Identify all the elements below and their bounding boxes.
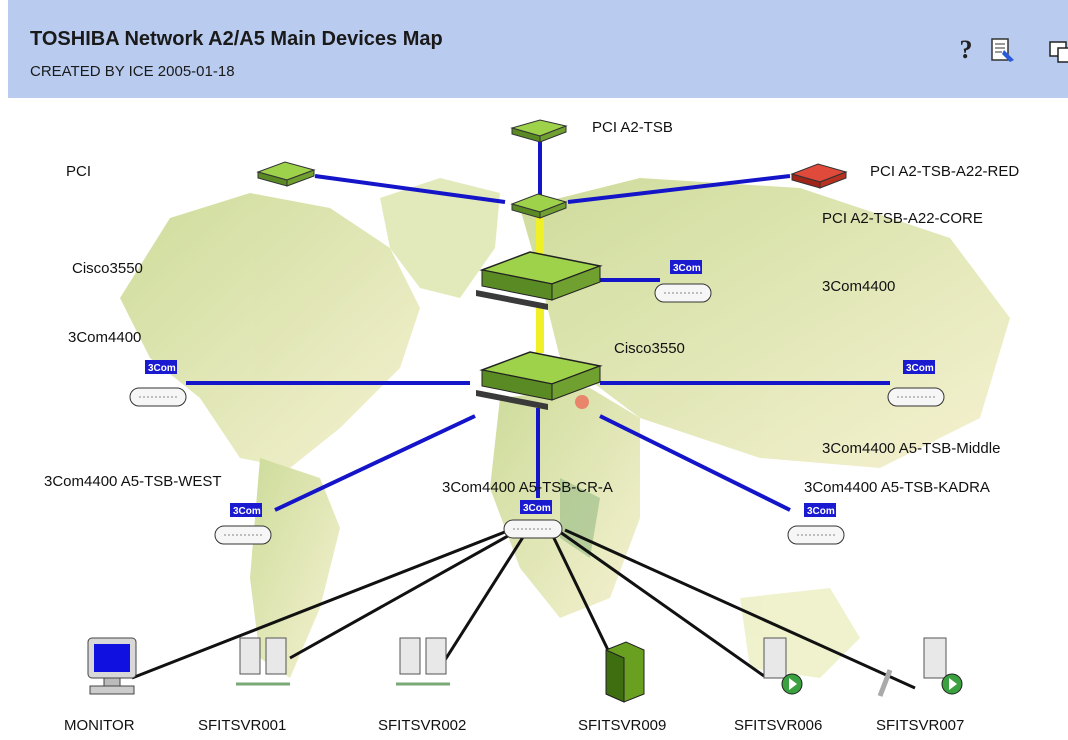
server-cluster-icon[interactable] xyxy=(236,637,290,686)
monitor-icon[interactable] xyxy=(87,637,137,695)
device-label: SFITSVR009 xyxy=(578,717,666,734)
3com-center-label: 3Com4400 A5-TSB-CR-A xyxy=(442,479,613,496)
header-bar: TOSHIBA Network A2/A5 Main Devices Map C… xyxy=(8,0,1068,98)
network-links xyxy=(131,138,916,690)
pci-core-label: PCI A2-TSB-A22-CORE xyxy=(822,210,983,227)
cisco-mid-label: Cisco3550 xyxy=(614,340,685,357)
server-online-icon[interactable] xyxy=(763,637,803,695)
server-tower-icon[interactable] xyxy=(605,641,645,703)
link-line xyxy=(559,530,765,678)
link-line xyxy=(289,530,516,660)
server-cluster-icon[interactable] xyxy=(396,637,450,686)
link-line xyxy=(131,528,511,680)
svg-text:?: ? xyxy=(960,36,973,64)
pci-top-label: PCI A2-TSB xyxy=(592,119,673,136)
device-label: MONITOR xyxy=(64,717,135,734)
hub-3com-center[interactable]: 3Com xyxy=(503,500,563,539)
cisco3550-switch-lower[interactable] xyxy=(476,351,603,410)
3com-left-label: 3Com4400 xyxy=(68,329,141,346)
link-line xyxy=(443,533,527,661)
3com-right-top-label: 3Com4400 xyxy=(822,278,895,295)
3com-right-mid-label: 3Com4400 A5-TSB-Middle xyxy=(822,440,1000,457)
world-map-background xyxy=(120,178,1010,678)
hub-3com-lower-right[interactable]: 3Com xyxy=(787,503,845,545)
help-icon[interactable]: ? xyxy=(952,36,980,64)
3com-left-bottom-label: 3Com4400 A5-TSB-WEST xyxy=(44,473,222,490)
cisco3550-switch-upper[interactable] xyxy=(476,251,603,310)
pci-device-left[interactable] xyxy=(256,161,316,187)
hub-3com-left[interactable]: 3Com xyxy=(129,360,187,407)
report-icon[interactable] xyxy=(988,36,1016,64)
network-map: 3Com 3Com 3Com 3Com 3Com 3Com PCI A2-TSB… xyxy=(44,119,1019,734)
hub-tag-label: 3Com xyxy=(807,506,835,517)
link-line xyxy=(550,533,610,651)
window-icon[interactable] xyxy=(1048,36,1068,64)
link-line xyxy=(314,174,506,204)
link-line xyxy=(564,528,916,690)
device-label: SFITSVR007 xyxy=(876,717,964,734)
link-line xyxy=(567,174,791,204)
hub-3com-lower-left[interactable]: 3Com xyxy=(214,503,272,545)
hub-tag-label: 3Com xyxy=(523,503,551,514)
hub-tag-label: 3Com xyxy=(233,506,261,517)
cisco-left-label: Cisco3550 xyxy=(72,260,143,277)
hub-3com-right[interactable]: 3Com xyxy=(887,360,945,407)
pci-device-red[interactable] xyxy=(790,163,848,189)
pci-device-core[interactable] xyxy=(510,193,568,219)
server-online-icon[interactable] xyxy=(923,637,963,695)
device-label: SFITSVR006 xyxy=(734,717,822,734)
hub-tag-label: 3Com xyxy=(906,363,934,374)
hub-tag-label: 3Com xyxy=(148,363,176,374)
tool-icon xyxy=(877,669,893,697)
device-label: SFITSVR001 xyxy=(198,717,286,734)
pci-left-label: PCI xyxy=(66,163,91,180)
page-title: TOSHIBA Network A2/A5 Main Devices Map xyxy=(30,28,443,50)
hub-tag-label: 3Com xyxy=(673,263,701,274)
pci-device-top[interactable] xyxy=(510,119,568,143)
3com-right-bottom-label: 3Com4400 A5-TSB-KADRA xyxy=(804,479,990,496)
pci-right-label: PCI A2-TSB-A22-RED xyxy=(870,163,1019,180)
hub-3com-upper-right[interactable]: 3Com xyxy=(654,260,712,303)
link-line xyxy=(599,414,791,512)
link-line xyxy=(274,414,476,512)
page-subtitle: CREATED BY ICE 2005-01-18 xyxy=(30,63,235,80)
device-label: SFITSVR002 xyxy=(378,717,466,734)
